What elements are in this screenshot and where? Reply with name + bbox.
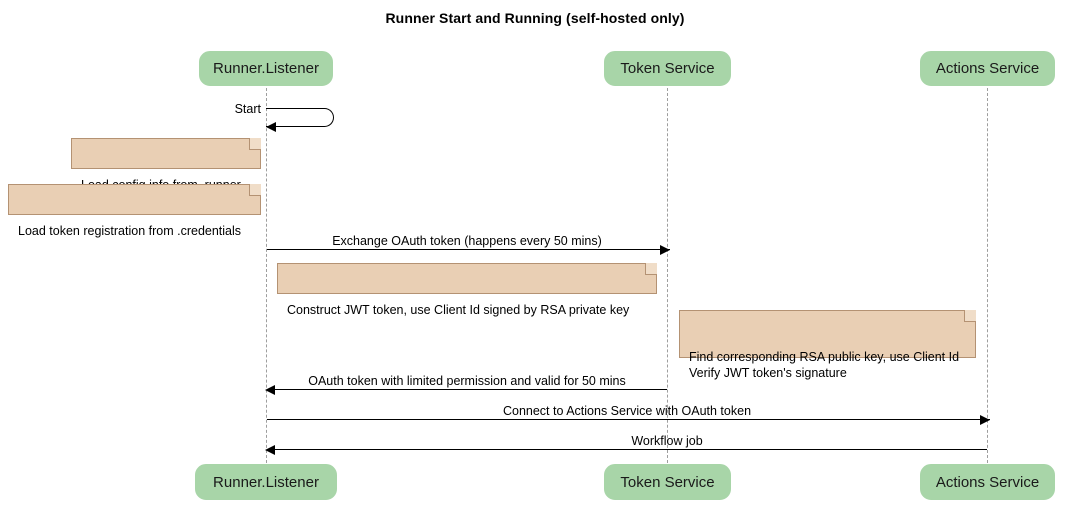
note-dogear-icon [249, 138, 261, 150]
message-arrowhead-connect-actions-service [980, 415, 990, 425]
lifeline-actions [987, 88, 988, 463]
actor-footer-actions-label: Actions Service [935, 473, 1040, 491]
message-line-oauth-token-reply [267, 389, 667, 390]
message-label-workflow-job: Workflow job [631, 434, 703, 448]
message-line-workflow-job [267, 449, 987, 450]
note-dogear-icon [645, 263, 657, 275]
actor-footer-runner[interactable]: Runner.Listener [195, 464, 337, 500]
actor-footer-token-label: Token Service [620, 473, 715, 491]
message-label-exchange-oauth-token: Exchange OAuth token (happens every 50 m… [332, 234, 602, 248]
note-load-token-registration-text: Load token registration from .credential… [18, 224, 242, 238]
note-dogear-icon [249, 184, 261, 196]
actor-header-actions[interactable]: Actions Service [920, 51, 1055, 86]
actor-footer-runner-label: Runner.Listener [213, 473, 319, 491]
lifeline-token [667, 88, 668, 463]
message-self-loop-start [266, 108, 334, 127]
message-label-start: Start [234, 102, 261, 116]
message-arrowhead-start [266, 122, 276, 132]
note-find-rsa-public-key-text: Find corresponding RSA public key, use C… [689, 350, 960, 380]
note-construct-jwt-token: Construct JWT token, use Client Id signe… [277, 263, 657, 317]
note-dogear-icon [964, 310, 976, 322]
actor-header-runner-label: Runner.Listener [213, 60, 319, 77]
message-arrowhead-oauth-token-reply [265, 385, 275, 395]
note-load-config-info: Load config info from .runner [71, 138, 261, 192]
message-label-connect-actions-service: Connect to Actions Service with OAuth to… [502, 404, 752, 418]
actor-footer-actions[interactable]: Actions Service [920, 464, 1055, 500]
message-line-exchange-oauth-token [267, 249, 670, 250]
message-arrowhead-workflow-job [265, 445, 275, 455]
actor-footer-token[interactable]: Token Service [604, 464, 731, 500]
message-label-oauth-token-reply: OAuth token with limited permission and … [308, 374, 626, 388]
actor-header-token-label: Token Service [620, 60, 715, 77]
diagram-title: Runner Start and Running (self-hosted on… [385, 10, 685, 26]
message-arrowhead-exchange-oauth-token [660, 245, 670, 255]
lifeline-runner [266, 88, 267, 463]
note-load-token-registration: Load token registration from .credential… [8, 184, 261, 238]
note-find-rsa-public-key: Find corresponding RSA public key, use C… [679, 310, 976, 380]
actor-header-actions-label: Actions Service [935, 60, 1040, 77]
message-line-connect-actions-service [267, 419, 990, 420]
note-construct-jwt-token-text: Construct JWT token, use Client Id signe… [287, 303, 630, 317]
actor-header-token[interactable]: Token Service [604, 51, 731, 86]
actor-header-runner[interactable]: Runner.Listener [199, 51, 333, 86]
